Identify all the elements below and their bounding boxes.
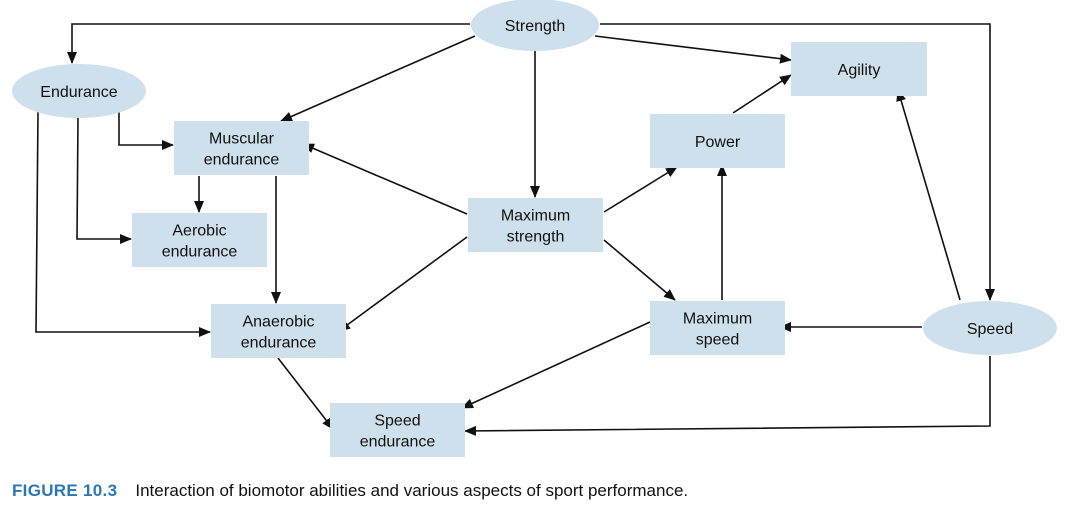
arrow-strength-to-endurance	[67, 23, 470, 64]
arrow-strength-to-agility	[594, 35, 792, 64]
arrow-anaerobic-endurance-to-speed-endurance	[277, 357, 334, 430]
node-label: Anaerobic	[242, 314, 314, 331]
node-label: Endurance	[40, 84, 117, 101]
node-shape-ellipse	[471, 0, 599, 51]
arrow-endurance-to-muscular-endurance	[118, 112, 174, 150]
node-shape-box	[468, 198, 603, 252]
node-endurance: Endurance	[12, 64, 146, 118]
node-label: Strength	[505, 18, 565, 35]
node-label: endurance	[204, 152, 280, 169]
node-shape-ellipse	[12, 64, 146, 118]
node-shape-box	[174, 121, 309, 175]
arrow-maximum-strength-to-anaerobic-endurance	[338, 236, 468, 332]
node-shape-box	[211, 304, 346, 358]
node-aerobic-endurance: Aerobic endurance	[132, 213, 267, 267]
node-label: endurance	[162, 244, 238, 261]
node-label: Speed	[967, 321, 1013, 338]
arrow-maximum-speed-to-speed-endurance	[461, 321, 651, 409]
node-speed-endurance: Speed endurance	[330, 403, 465, 457]
node-agility: Agility	[791, 42, 927, 96]
node-speed: Speed	[923, 301, 1057, 355]
node-label: Maximum	[683, 311, 752, 328]
figure-caption-text: Interaction of biomotor abilities and va…	[135, 481, 689, 500]
arrow-strength-to-muscular-endurance	[280, 35, 476, 122]
node-power: Power	[650, 114, 785, 168]
arrow-power-to-agility	[732, 74, 792, 114]
node-maximum-strength: Maximum strength	[468, 198, 603, 252]
arrow-maximum-strength-to-muscular-endurance	[302, 143, 468, 215]
node-label: endurance	[360, 434, 436, 451]
node-shape-box	[330, 403, 465, 457]
arrow-endurance-to-aerobic-endurance	[76, 117, 132, 244]
node-label: Aerobic	[172, 223, 226, 240]
node-label: Muscular	[209, 131, 275, 148]
node-label: Power	[695, 134, 741, 151]
node-label: Speed	[374, 413, 420, 430]
node-shape-box	[132, 213, 267, 267]
node-shape-box	[791, 42, 927, 96]
node-maximum-speed: Maximum speed	[650, 301, 785, 355]
node-label: Agility	[838, 62, 881, 79]
node-label: Maximum	[501, 208, 570, 225]
arrow-speed-to-agility	[896, 89, 961, 301]
arrow-endurance-to-anaerobic-endurance	[35, 111, 211, 337]
arrow-maximum-strength-to-maximum-speed	[603, 239, 676, 301]
node-shape-ellipse	[923, 301, 1057, 355]
edges-layer	[35, 23, 995, 436]
arrow-maximum-strength-to-power	[603, 166, 678, 213]
figure-caption: FIGURE 10.3 Interaction of biomotor abili…	[12, 481, 688, 501]
arrow-strength-to-speed	[600, 23, 995, 301]
node-label: speed	[696, 332, 740, 349]
node-anaerobic-endurance: Anaerobic endurance	[211, 304, 346, 358]
node-shape-box	[650, 301, 785, 355]
node-muscular-endurance: Muscular endurance	[174, 121, 309, 175]
node-strength: Strength	[471, 0, 599, 51]
arrow-speed-to-speed-endurance	[464, 356, 991, 436]
node-shape-box	[650, 114, 785, 168]
node-label: strength	[507, 229, 565, 246]
node-label: endurance	[241, 335, 317, 352]
figure-label: FIGURE 10.3	[12, 481, 118, 500]
